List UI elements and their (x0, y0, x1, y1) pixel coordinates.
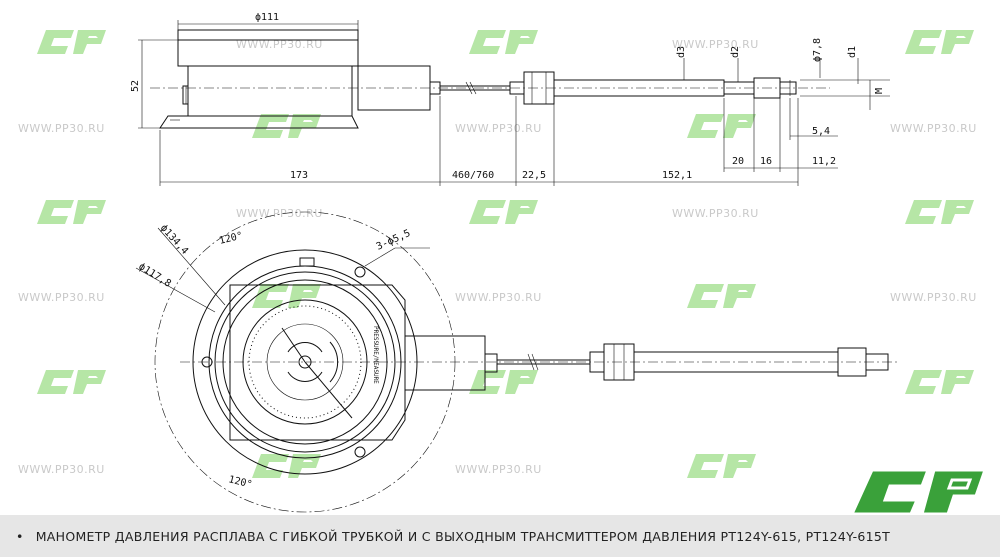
watermark-url: WWW.PP30.RU (236, 38, 323, 51)
caption-bullet: • (16, 528, 24, 544)
dim-d1: d1 (847, 46, 858, 58)
dim-angle-120-top: 120° (218, 230, 244, 247)
caption-text: МАНОМЕТР ДАВЛЕНИЯ РАСПЛАВА С ГИБКОЙ ТРУБ… (35, 528, 891, 544)
watermark-url: WWW.PP30.RU (18, 122, 105, 135)
watermark-url: WWW.PP30.RU (672, 38, 759, 51)
caption-bar: • МАНОМЕТР ДАВЛЕНИЯ РАСПЛАВА С ГИБКОЙ ТР… (0, 515, 1000, 557)
watermark-url: WWW.PP30.RU (236, 207, 323, 220)
front-view: ϕ134,4 ϕ117,8 120° 120° 3-ϕ5,5 PRESSURE/… (135, 211, 900, 513)
dim-d117-8: ϕ117,8 (136, 261, 172, 289)
dim-m: M (874, 88, 885, 94)
watermark-url: WWW.PP30.RU (672, 207, 759, 220)
side-view: ϕ111 52 173 460/760 22,5 152,1 d3 d2 ϕ7,… (130, 12, 890, 186)
watermark-url: WWW.PP30.RU (455, 122, 542, 135)
watermark-url: WWW.PP30.RU (18, 463, 105, 476)
dim-16: 16 (760, 156, 772, 167)
dim-5-4: 5,4 (812, 126, 830, 137)
logo-watermark (37, 30, 974, 478)
dim-20: 20 (732, 156, 744, 167)
dial-label: PRESSURE/MEASURE (372, 326, 379, 384)
dim-d111: ϕ111 (255, 12, 279, 23)
watermark-url: WWW.PP30.RU (18, 291, 105, 304)
watermark-url: WWW.PP30.RU (890, 291, 977, 304)
dim-d3: d3 (676, 46, 687, 58)
dim-460-760: 460/760 (452, 170, 494, 181)
dim-h52: 52 (130, 80, 141, 92)
technical-drawing: ϕ111 52 173 460/760 22,5 152,1 d3 d2 ϕ7,… (37, 12, 988, 515)
watermark-url: WWW.PP30.RU (890, 122, 977, 135)
dim-d2: d2 (730, 46, 741, 58)
dim-152-1: 152,1 (662, 170, 692, 181)
dim-d134-4: ϕ134,4 (158, 223, 190, 257)
dim-angle-120-bottom: 120° (227, 474, 253, 491)
dim-22-5: 22,5 (522, 170, 546, 181)
watermark-url: WWW.PP30.RU (455, 291, 542, 304)
dim-11-2: 11,2 (812, 156, 836, 167)
dim-173: 173 (290, 170, 308, 181)
dim-d7-8: ϕ7,8 (812, 38, 823, 62)
brand-logo (849, 468, 988, 515)
watermark-url: WWW.PP30.RU (455, 463, 542, 476)
